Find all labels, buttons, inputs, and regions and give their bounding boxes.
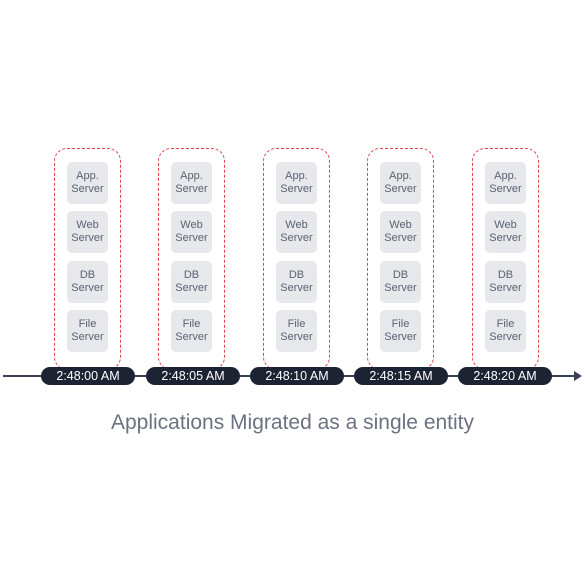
migration-group-2: App. Server Web Server DB Server File Se… [158,148,225,370]
timestamp-pill: 2:48:15 AM [354,367,448,385]
db-server-box: DB Server [171,261,212,303]
app-server-box: App. Server [485,162,526,204]
file-server-box: File Server [67,310,108,352]
db-server-box: DB Server [276,261,317,303]
file-server-box: File Server [485,310,526,352]
db-server-box: DB Server [67,261,108,303]
file-server-box: File Server [171,310,212,352]
db-server-box: DB Server [380,261,421,303]
web-server-box: Web Server [485,211,526,253]
timeline-arrow-icon [574,371,582,381]
app-server-box: App. Server [380,162,421,204]
timestamp-pill: 2:48:00 AM [41,367,135,385]
migration-group-3: App. Server Web Server DB Server File Se… [263,148,330,370]
web-server-box: Web Server [276,211,317,253]
file-server-box: File Server [380,310,421,352]
timestamp-pill: 2:48:20 AM [458,367,552,385]
migration-group-4: App. Server Web Server DB Server File Se… [367,148,434,370]
timestamp-pill: 2:48:05 AM [146,367,240,385]
app-server-box: App. Server [276,162,317,204]
file-server-box: File Server [276,310,317,352]
diagram-caption: Applications Migrated as a single entity [110,411,475,434]
timestamp-pill: 2:48:10 AM [250,367,344,385]
migration-group-1: App. Server Web Server DB Server File Se… [54,148,121,370]
web-server-box: Web Server [171,211,212,253]
app-server-box: App. Server [171,162,212,204]
web-server-box: Web Server [380,211,421,253]
db-server-box: DB Server [485,261,526,303]
app-server-box: App. Server [67,162,108,204]
web-server-box: Web Server [67,211,108,253]
migration-group-5: App. Server Web Server DB Server File Se… [472,148,539,370]
